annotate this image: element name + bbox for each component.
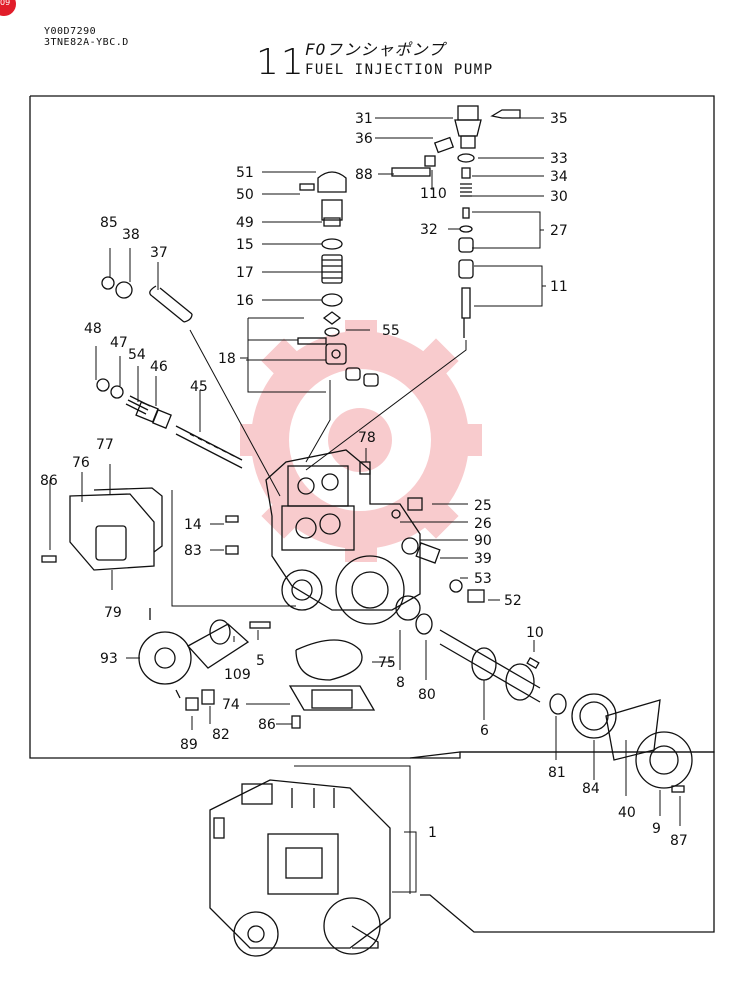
assembly-frame-border [409,751,715,933]
callout-25: 25 [474,498,492,514]
callout-109: 109 [224,667,251,683]
callout-40: 40 [618,805,636,821]
callout-9: 9 [652,821,661,837]
callout-32: 32 [420,222,438,238]
watermark-gear-hub [328,408,392,472]
callout-35: 35 [550,111,568,127]
callout-39: 39 [474,551,492,567]
callout-79: 79 [104,605,122,621]
page-badge: 09 [0,0,16,16]
callout-55: 55 [382,323,400,339]
governor-parts [297,171,379,387]
document-id: Y00D7290 3TNE82A-YBC.D [44,26,129,48]
callout-8: 8 [396,675,405,691]
callout-14: 14 [184,517,202,533]
callout-labels: 31 35 36 33 88 110 34 30 51 50 49 15 17 … [40,111,688,849]
delivery-valve-parts [391,105,521,338]
side-cover-parts [41,487,163,571]
callout-16: 16 [236,293,254,309]
callout-11: 11 [550,279,568,295]
callout-86: 86 [40,473,58,489]
callout-18: 18 [218,351,236,367]
callout-51: 51 [236,165,254,181]
callout-50: 50 [236,187,254,203]
callout-78: 78 [358,430,376,446]
callout-82: 82 [212,727,230,743]
callout-33: 33 [550,151,568,167]
callout-87: 87 [670,833,688,849]
callout-81: 81 [548,765,566,781]
callout-26: 26 [474,516,492,532]
callout-88: 88 [355,167,373,183]
callout-77: 77 [96,437,114,453]
engine-model: 3TNE82A-YBC.D [44,37,129,48]
callout-5: 5 [256,653,265,669]
callout-84: 84 [582,781,600,797]
callout-90: 90 [474,533,492,549]
callout-30: 30 [550,189,568,205]
callout-38: 38 [122,227,140,243]
callout-53: 53 [474,571,492,587]
callout-10: 10 [526,625,544,641]
callout-45: 45 [190,379,208,395]
doc-code: Y00D7290 [44,26,97,37]
callout-1: 1 [428,825,437,841]
callout-54: 54 [128,347,146,363]
drive-flange-parts [138,608,376,729]
callout-86: 86 [258,717,276,733]
callout-36: 36 [355,131,373,147]
callout-110: 110 [420,186,447,202]
callout-49: 49 [236,215,254,231]
watermark-gear-ring [251,331,469,549]
callout-46: 46 [150,359,168,375]
callout-76: 76 [72,455,90,471]
callout-80: 80 [418,687,436,703]
pump-housing [225,449,485,625]
callout-47: 47 [110,335,128,351]
callout-15: 15 [236,237,254,253]
callout-83: 83 [184,543,202,559]
callout-48: 48 [84,321,102,337]
callout-31: 31 [355,111,373,127]
callout-34: 34 [550,169,568,185]
callout-6: 6 [480,723,489,739]
control-rack-parts [96,276,243,469]
callout-37: 37 [150,245,168,261]
title-english: FUEL INJECTION PUMP [305,62,494,78]
callout-89: 89 [180,737,198,753]
section-number: 11 [256,42,306,83]
camshaft-parts [395,595,693,793]
callout-93: 93 [100,651,118,667]
title-japanese: FOフンシャポンプ [305,40,446,59]
callout-17: 17 [236,265,254,281]
callout-27: 27 [550,223,568,239]
callout-85: 85 [100,215,118,231]
assembled-pump-illustration [209,779,391,957]
callout-75: 75 [378,655,396,671]
callout-74: 74 [222,697,240,713]
leader-lines [49,117,681,894]
callout-52: 52 [504,593,522,609]
